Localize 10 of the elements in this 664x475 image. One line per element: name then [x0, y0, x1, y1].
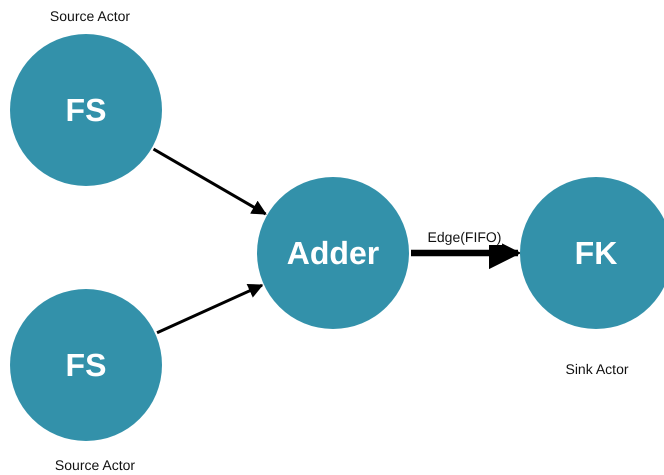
actor-name: FS [66, 92, 106, 128]
actor-name: FS [66, 346, 106, 384]
edge-label: Edge(FIFO) [426, 229, 502, 245]
actor-role-label: Source Actor [54, 457, 136, 473]
arrow [156, 284, 264, 334]
actor-role-label: Sink Actor [565, 361, 629, 377]
actor-name: FK [574, 234, 618, 272]
actor-role-label: Source Actor [50, 8, 130, 24]
arrow [152, 148, 267, 216]
actor-name: Adder [286, 234, 380, 272]
